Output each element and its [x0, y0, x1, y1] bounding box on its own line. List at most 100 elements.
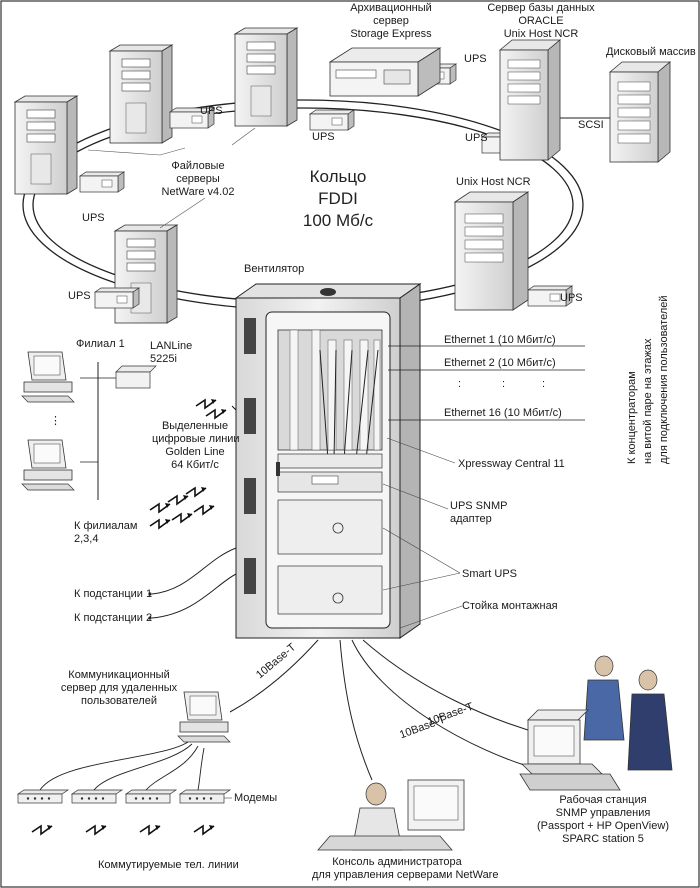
- console-line2: для управления серверами NetWare: [312, 869, 499, 881]
- ups-1: [79, 171, 125, 193]
- ups-label-5: UPS: [464, 53, 487, 65]
- comm-server-pc: [177, 691, 231, 743]
- ups-label-4: UPS: [68, 290, 91, 302]
- workstation-line3: (Passport + HP OpenView): [537, 820, 669, 832]
- branch-pc-2: [21, 439, 75, 491]
- archive-server-device: [328, 47, 442, 97]
- concentrators-label-2: на витой паре на этажах: [642, 338, 654, 464]
- file-server-2: [109, 44, 173, 144]
- concentrators-label-1: К концентраторам: [626, 371, 638, 464]
- ups-label-7: UPS: [560, 292, 583, 304]
- to-branches-label: К филиалам 2,3,4: [74, 520, 137, 546]
- ethernet2-label: Ethernet 2 (10 Мбит/с): [444, 357, 556, 369]
- modem-3: [125, 789, 177, 804]
- ups-snmp-line2: адаптер: [450, 513, 492, 525]
- unix-host-device: [453, 191, 530, 311]
- archive-line3: Storage Express: [350, 28, 432, 40]
- modem-1: [17, 789, 69, 804]
- scsi-label: SCSI: [578, 119, 604, 131]
- ring-line1: Кольцо: [309, 167, 367, 186]
- ethernet-dots-3: :: [542, 378, 546, 390]
- file-server-3: [234, 27, 298, 127]
- comm-server-line3: пользователей: [81, 695, 157, 707]
- to-branches-line2: 2,3,4: [74, 533, 99, 545]
- lanline-line2: 5225i: [150, 353, 177, 365]
- workstation-label: Рабочая станция SNMP управления (Passpor…: [528, 794, 678, 846]
- mounting-rack: [234, 283, 422, 639]
- bolt-dialup-4: [193, 824, 215, 835]
- database-server-device: [498, 39, 562, 161]
- dedicated-lines-label: Выделенные цифровые линии Golden Line 64…: [152, 420, 240, 472]
- ring-line2: FDDI: [318, 189, 358, 208]
- archive-line1: Архивационный: [350, 2, 432, 14]
- dedicated-line2: цифровые линии: [152, 433, 240, 445]
- workstation-line1: Рабочая станция: [559, 794, 647, 806]
- bolt-branch-6: [193, 504, 215, 515]
- ethernet-dots-2: :: [502, 378, 506, 390]
- substation1-label: К подстанции 1: [74, 588, 153, 600]
- branch-pc-1: [21, 351, 75, 403]
- branch1-label: Филиал 1: [76, 338, 125, 350]
- modem-4: [179, 789, 231, 804]
- fan-icon: [320, 288, 336, 296]
- file-servers-line2: серверы: [176, 173, 220, 185]
- ups-label-3: UPS: [312, 131, 335, 143]
- substation2-label: К подстанции 2: [74, 612, 153, 624]
- file-servers-line1: Файловые: [171, 160, 225, 172]
- comm-server-line2: сервер для удаленных: [60, 682, 178, 694]
- ups-label-2: UPS: [200, 105, 223, 117]
- modems-label: Модемы: [234, 792, 278, 804]
- db-server-label: Сервер базы данных ORACLE Unix Host NCR: [484, 2, 598, 41]
- modem-2: [71, 789, 123, 804]
- lanline-router: [115, 365, 157, 389]
- ups-snmp-label: UPS SNMP адаптер: [450, 500, 507, 526]
- ups-label-6: UPS: [465, 132, 488, 144]
- ups-3: [309, 109, 355, 131]
- archive-server-label: Архивационный сервер Storage Express: [346, 2, 436, 41]
- archive-line2: сервер: [373, 15, 409, 27]
- ring-label: Кольцо FDDI 100 Мб/с: [300, 166, 376, 232]
- to-branches-line1: К филиалам: [74, 520, 138, 532]
- ethernet16-label: Ethernet 16 (10 Мбит/с): [444, 407, 562, 419]
- bolt-branch-1: [149, 502, 171, 513]
- dedicated-line1: Выделенные: [161, 420, 229, 432]
- admin-console: [317, 779, 465, 851]
- branch-dots: ⋮: [50, 415, 61, 427]
- file-servers-label: Файловые серверы NetWare v4.02: [160, 160, 236, 199]
- workstation-line4: SPARC station 5: [562, 833, 644, 845]
- bolt-branch-4: [149, 518, 171, 529]
- ups-label-1: UPS: [82, 212, 105, 224]
- dedicated-line3: Golden Line: [165, 446, 225, 458]
- workstation-line2: SNMP управления: [555, 807, 651, 819]
- ups-4: [94, 287, 140, 309]
- ring-line3: 100 Мб/с: [302, 211, 374, 230]
- xpressway-label: Xpressway Central 11: [458, 458, 565, 470]
- db-line3: Unix Host NCR: [503, 28, 579, 40]
- bolt-lanline-2: [205, 408, 227, 419]
- ethernet-dots-1: :: [458, 378, 462, 390]
- bolt-branch-5: [171, 512, 193, 523]
- bolt-branch-2: [167, 494, 189, 505]
- ethernet1-label: Ethernet 1 (10 Мбит/с): [444, 334, 556, 346]
- bolt-dialup-3: [139, 824, 161, 835]
- console-label: Консоль администратора для управления се…: [312, 856, 499, 882]
- rack-label: Стойка монтажная: [462, 600, 558, 612]
- dialup-label: Коммутируемые тел. линии: [98, 859, 239, 871]
- bolt-lanline: [195, 398, 217, 409]
- db-line2: ORACLE: [518, 15, 564, 27]
- ups-snmp-line1: UPS SNMP: [450, 500, 508, 512]
- disk-array-label: Дисковый массив: [606, 46, 696, 58]
- disk-array-device: [608, 61, 672, 163]
- comm-server-label: Коммуникационный сервер для удаленных по…: [54, 669, 184, 708]
- file-server-1: [14, 95, 78, 195]
- comm-server-line1: Коммуникационный: [68, 669, 170, 681]
- bolt-branch-3: [185, 486, 207, 497]
- fan-label: Вентилятор: [244, 263, 305, 275]
- console-line1: Консоль администратора: [332, 856, 462, 868]
- lanline-line1: LANLine: [150, 340, 193, 352]
- unix-host-label: Unix Host NCR: [456, 176, 531, 188]
- bolt-dialup-2: [85, 824, 107, 835]
- concentrators-label-3: для подключения пользователей: [658, 295, 670, 464]
